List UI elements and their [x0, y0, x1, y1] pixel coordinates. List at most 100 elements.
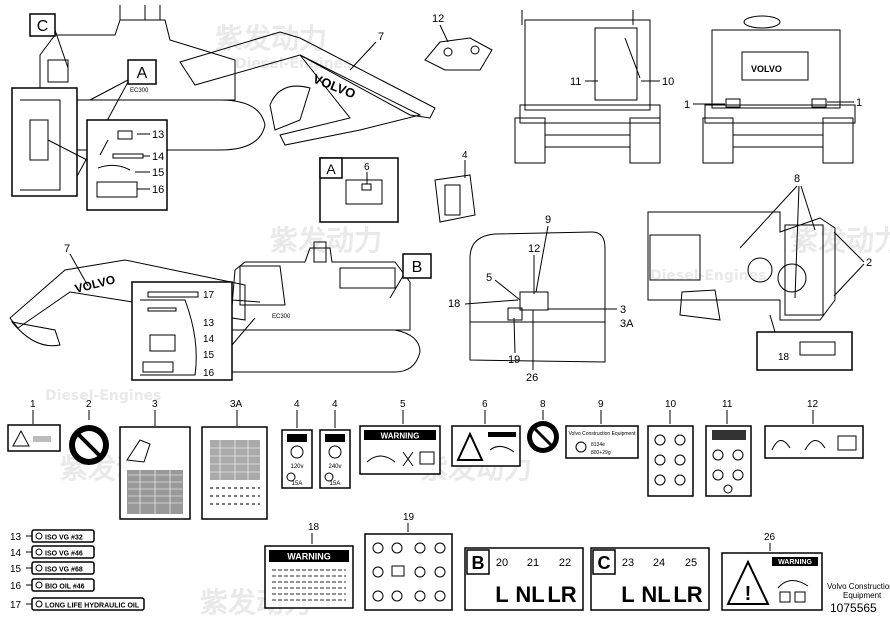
oil-label-text: ISO VG #68 [45, 567, 83, 574]
credit-line-1: Volvo Construction [827, 582, 890, 591]
view-letter-c: C [37, 18, 49, 35]
callout-4: 4 [462, 150, 468, 161]
callout-14: 14 [203, 334, 215, 345]
callout-20: 20 [496, 557, 508, 569]
credit-block: Volvo Construction Equipment 1075565 [827, 582, 890, 615]
callout-3a: 3A [620, 318, 634, 330]
callout-7: 7 [64, 243, 70, 255]
callout-1: 1 [856, 97, 862, 109]
plate-line-2: 800+29g [591, 450, 611, 456]
callout-9: 9 [598, 399, 604, 410]
callout-13: 13 [203, 318, 215, 329]
oil-label-text: LONG LIFE HYDRAULIC OIL [45, 603, 140, 610]
oil-label-16: 16 BIO OIL #46 [10, 578, 95, 592]
code-lr: LR [673, 582, 702, 607]
callout-2: 2 [866, 257, 872, 269]
excavator-top-view: 8 2 18 [647, 173, 872, 371]
decal-12: 12 [764, 399, 864, 459]
oil-label-number: 13 [10, 532, 22, 543]
item-4-drawing: 4 [434, 150, 476, 223]
view-letter-b: B [412, 259, 423, 276]
callout-22: 22 [559, 557, 571, 569]
callout-12: 12 [807, 399, 819, 410]
decal-6: 6 [451, 399, 521, 467]
callout-7: 7 [378, 31, 384, 43]
view-letter-c: C [598, 553, 611, 573]
oil-label-number: 16 [10, 581, 22, 592]
view-tag-c: C [29, 13, 69, 69]
oil-label-number: 17 [10, 600, 22, 611]
callout-6: 6 [364, 162, 370, 173]
callout-3a: 3A [230, 399, 243, 410]
callout-11: 11 [570, 76, 581, 88]
warning-header: WARNING [287, 552, 331, 562]
amp-label: 15A [330, 481, 341, 487]
decal-8: 8 [527, 399, 559, 453]
decal-19: 19 [364, 512, 453, 611]
callout-23: 23 [622, 557, 634, 569]
decal-11: 11 [705, 399, 752, 497]
decal-3: 3 [119, 399, 191, 520]
vce-plate-text: Volvo Construction Equipment [569, 431, 637, 437]
callout-18: 18 [778, 352, 790, 363]
callout-16: 16 [203, 368, 215, 379]
decal-26: 26 ! WARNING [721, 532, 823, 611]
voltage-240: 240v [328, 464, 341, 470]
voltage-120: 120v [290, 464, 303, 470]
volvo-logo-text: VOLVO [73, 272, 116, 296]
decal-2: 2 [69, 399, 109, 465]
callout-21: 21 [527, 557, 539, 569]
callout-19: 19 [403, 512, 415, 523]
oil-label-14: 14 ISO VG #46 [10, 545, 95, 559]
oil-label-text: ISO VG #46 [45, 551, 83, 558]
volvo-logo-text: VOLVO [751, 64, 782, 74]
warning-header: WARNING [778, 559, 812, 566]
code-l: L [495, 582, 508, 607]
code-nl: NL [641, 582, 670, 607]
oil-label-list: 13 ISO VG #32 14 ISO VG #46 15 ISO VG #6… [10, 529, 145, 611]
decal-10: 10 [647, 399, 694, 497]
callout-1: 1 [30, 399, 36, 410]
cab-interior-view: 9 12 5 18 19 26 3 3A [448, 214, 634, 384]
callout-1: 1 [684, 99, 690, 111]
code-lr: LR [547, 582, 576, 607]
inset-a-callout: A 13 14 15 16 [11, 59, 168, 211]
excavator-rear-view-left: 11 10 [514, 10, 674, 164]
part-number: 1075565 [830, 601, 877, 615]
callout-5: 5 [486, 272, 492, 284]
decal-1: 1 [7, 399, 61, 452]
letter-decal-c: C 23 24 25 L NL LR [590, 547, 710, 611]
callout-19: 19 [508, 354, 520, 366]
code-l: L [621, 582, 634, 607]
callout-14: 14 [152, 151, 164, 163]
oil-label-number: 15 [10, 564, 22, 575]
oil-label-15: 15 ISO VG #68 [10, 561, 95, 575]
oil-label-17: 17 LONG LIFE HYDRAULIC OIL [10, 597, 145, 611]
callout-3: 3 [152, 399, 158, 410]
exclamation-icon: ! [745, 583, 752, 605]
oil-label-13: 13 ISO VG #32 [10, 529, 95, 543]
view-tag-b: B [389, 253, 432, 299]
volvo-logo-text: VOLVO [311, 71, 358, 102]
callout-3: 3 [620, 304, 626, 316]
view-letter-a: A [137, 65, 148, 82]
decal-4b: 4 240v 15A [319, 399, 351, 489]
callout-15: 15 [152, 167, 164, 179]
credit-line-2: Equipment [843, 591, 882, 600]
decal-5: 5 WARNING [359, 399, 441, 475]
decal-4a: 4 120v 15A [281, 399, 313, 489]
decal-9: 9 Volvo Construction Equipment 8134e 800… [565, 399, 639, 459]
warning-header: WARNING [381, 432, 420, 441]
watermark-sub: Diesel-Engines [650, 268, 767, 284]
amp-label: 15A [292, 481, 303, 487]
view-letter-b: B [472, 553, 485, 573]
callout-24: 24 [653, 557, 665, 569]
oil-label-text: ISO VG #32 [45, 535, 83, 542]
callout-10: 10 [662, 76, 674, 88]
watermark-sub: Diesel-Engines [45, 388, 162, 404]
callout-9: 9 [545, 214, 551, 226]
watermark-brand: 紫发动力 [215, 22, 327, 55]
callout-15: 15 [203, 350, 215, 361]
plate-line-1: 8134e [591, 442, 605, 448]
callout-10: 10 [665, 399, 677, 410]
